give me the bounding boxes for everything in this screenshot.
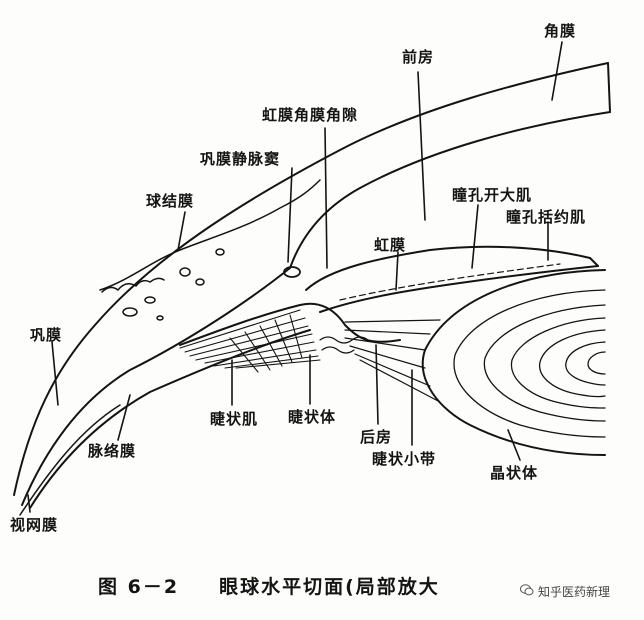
label-dilator-pupillae: 瞳孔开大肌: [452, 186, 533, 204]
leader-lines: [27, 41, 563, 513]
label-iris: 虹膜: [374, 236, 407, 254]
cornea-end: [607, 62, 611, 113]
label-lens: 晶状体: [490, 464, 539, 482]
iris-tip: [589, 257, 599, 267]
label-ciliary-muscle: 睫状肌: [210, 410, 259, 428]
ciliary-muscle-fibers: [179, 309, 321, 373]
iris-posterior: [319, 265, 599, 313]
sclera-inner-line: [21, 267, 291, 506]
label-sphincter-pupillae: 瞳孔括约肌: [506, 208, 587, 226]
watermark-text: 知乎医药新理: [538, 585, 611, 599]
figure-number: 图 6－2: [98, 576, 180, 598]
label-ciliary-body: 睫状体: [288, 408, 337, 426]
choroid-line: [29, 329, 311, 509]
figure-title: 眼球水平切面(局部放大: [219, 576, 440, 598]
retina-line: [19, 404, 121, 516]
label-posterior-chamber: 后房: [360, 428, 393, 446]
lens-layers: [453, 289, 606, 438]
label-choroid: 脉络膜: [88, 442, 137, 460]
figure-caption: 图 6－2 眼球水平切面(局部放大: [98, 572, 440, 599]
ciliary-body-outline: [179, 302, 401, 346]
label-anterior-chamber: 前房: [402, 48, 435, 66]
zonule-fibers: [344, 319, 441, 403]
venous-sinus: [283, 266, 301, 278]
ciliary-processes: [319, 336, 369, 354]
cornea-inner-line: [289, 111, 611, 269]
label-sclera: 巩膜: [30, 326, 63, 344]
label-iridocorneal-angle: 虹膜角膜角隙: [262, 106, 359, 124]
cornea-outer-line: [13, 62, 609, 496]
label-ciliary-zonule: 睫状小带: [372, 450, 437, 468]
label-cornea: 角膜: [544, 22, 577, 40]
iris-anterior: [305, 245, 591, 291]
label-scleral-venous-sinus: 巩膜静脉窦: [200, 150, 281, 168]
wechat-icon: [520, 584, 534, 596]
label-retina: 视网膜: [10, 516, 59, 534]
lens-outline: [421, 269, 606, 456]
label-bulbar-conjunctiva: 球结膜: [146, 192, 195, 210]
conjunctiva-outline: [99, 179, 321, 291]
